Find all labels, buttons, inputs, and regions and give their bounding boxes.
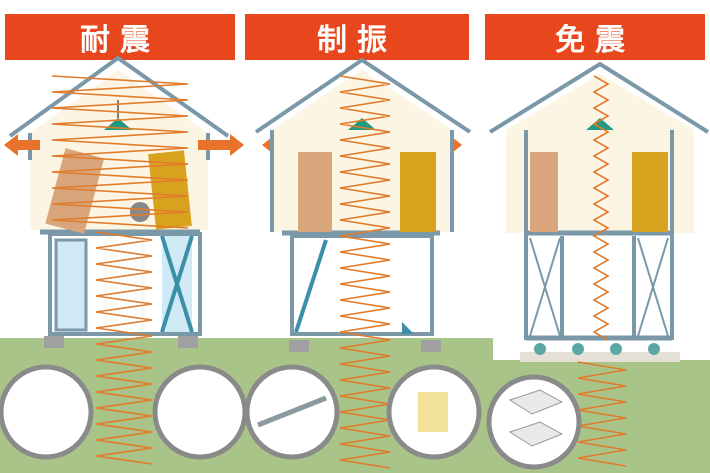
house-taishin [8, 55, 230, 348]
header-seishin: 制振 [245, 14, 469, 60]
wave-menshin-house [592, 75, 610, 341]
header-taishin: 耐震 [5, 14, 235, 60]
house-menshin [488, 61, 710, 362]
detail-isolator [486, 374, 582, 470]
wave-taishin-top [51, 75, 189, 229]
detail-hardware-left [0, 364, 94, 460]
header-seishin-label: 制振 [317, 23, 397, 58]
wave-taishin-bottom [95, 231, 153, 465]
wave-menshin-ground [577, 361, 627, 467]
header-menshin: 免震 [485, 14, 705, 60]
detail-bracket [152, 364, 248, 460]
header-menshin-label: 免震 [555, 23, 635, 58]
wave-seishin [339, 75, 391, 469]
seismic-waves [51, 75, 627, 469]
detail-circles [0, 364, 582, 470]
header-taishin-label: 耐震 [80, 23, 160, 58]
